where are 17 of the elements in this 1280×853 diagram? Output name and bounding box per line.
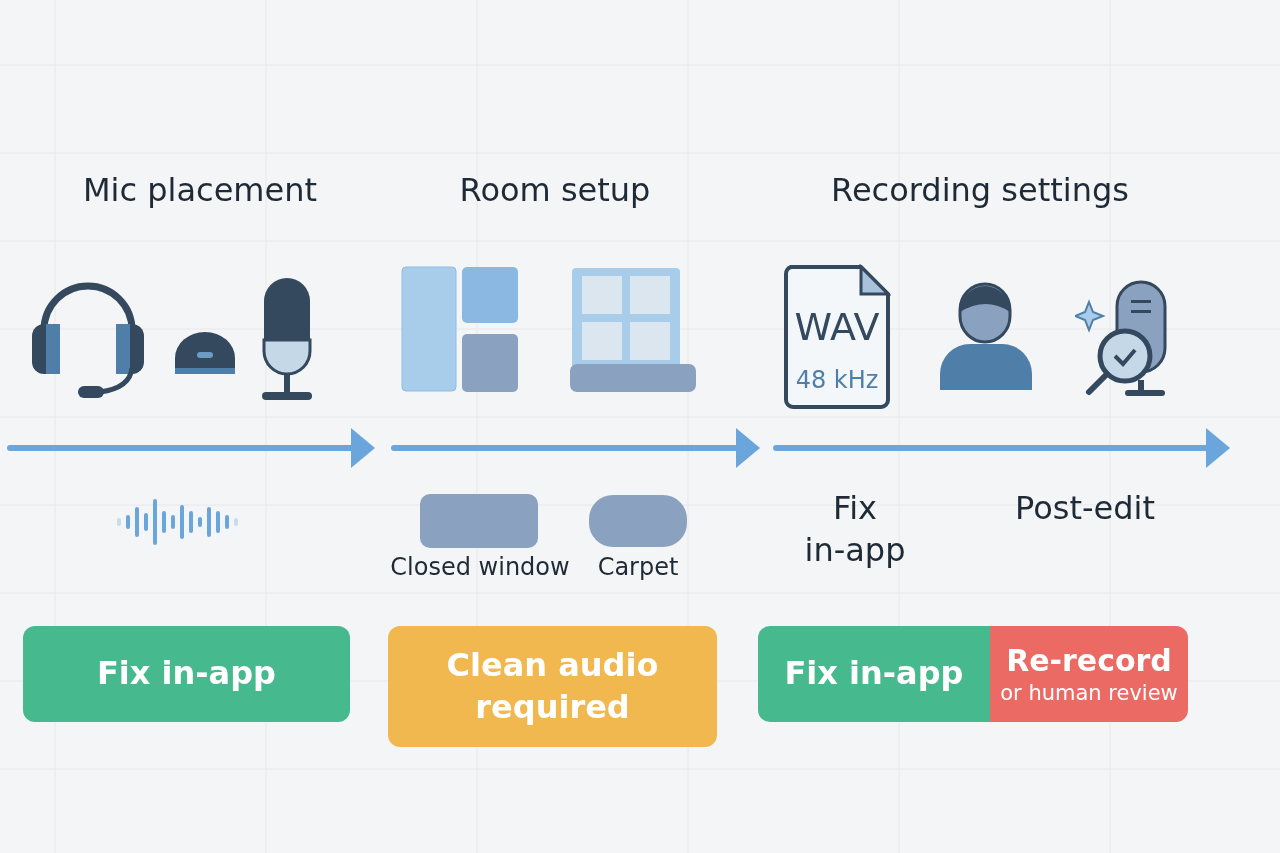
item-caption: Closed window xyxy=(389,552,571,583)
outcome-box: Clean audio required xyxy=(388,626,717,747)
outcome-box: Fix in-app xyxy=(23,626,350,722)
outcome-box xyxy=(990,626,1188,722)
outcome-note: Fix in-app xyxy=(803,488,907,571)
item-caption: Carpet xyxy=(596,552,680,583)
outcome-box: Fix in-app xyxy=(758,626,990,722)
format-label: WAV xyxy=(793,308,881,346)
sample-rate-label: 48 kHz xyxy=(794,368,880,392)
stage-heading: Room setup xyxy=(458,170,652,211)
outcome-subtext: or human review xyxy=(999,679,1179,707)
outcome-text: Re-record xyxy=(1005,641,1173,680)
rounded-block xyxy=(420,494,538,548)
stage-heading: Mic placement xyxy=(81,170,318,211)
stage-heading: Recording settings xyxy=(830,170,1130,211)
outcome-note: Post-edit xyxy=(1014,488,1156,529)
rounded-block xyxy=(589,495,687,547)
